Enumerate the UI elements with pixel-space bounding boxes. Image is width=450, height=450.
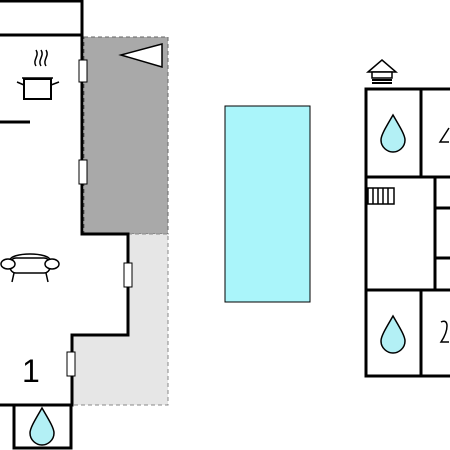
north-arrow-icon [118,43,163,69]
window [78,159,88,185]
bathroom-wall [12,405,73,450]
window [78,59,88,83]
second-building-wall [433,177,450,290]
stairs-icon [367,187,395,205]
terrace-covered [83,36,169,235]
water-drop-icon [29,406,55,446]
swimming-pool [224,105,311,303]
second-building-wall [364,87,450,378]
terrace-open [71,233,169,406]
sofa-icon [0,253,60,283]
bedroom-number: 1 [22,353,40,389]
partial-symbol [438,127,450,143]
water-drop-icon [380,314,406,354]
window [66,351,76,377]
partial-symbol [439,320,449,343]
window [123,262,133,288]
house-entrance-icon [365,59,399,84]
water-drop-icon [380,113,406,153]
cooking-pot-icon [16,49,60,100]
